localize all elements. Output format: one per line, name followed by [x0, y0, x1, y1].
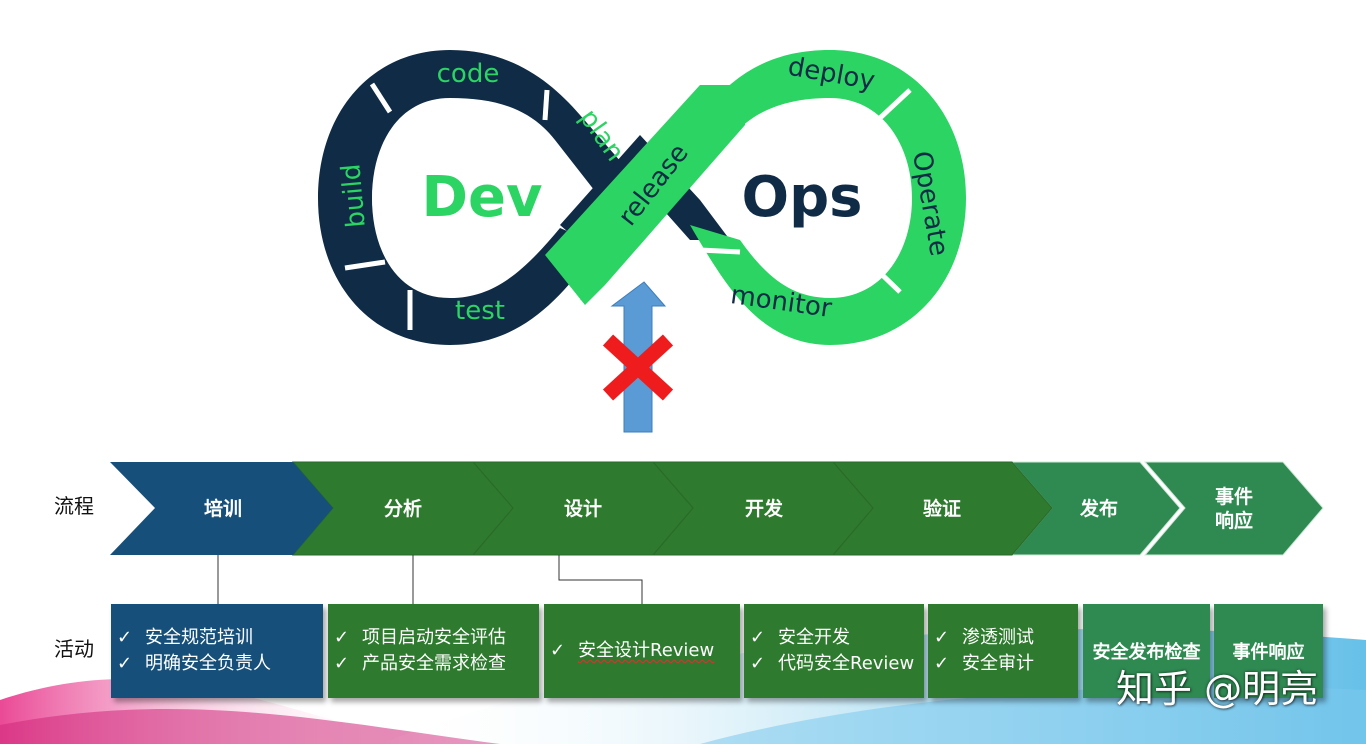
step-training: 培训 — [203, 498, 242, 520]
check-icon: ✓ — [934, 627, 950, 648]
check-icon: ✓ — [750, 653, 766, 674]
activity-box-incident: 事件响应 — [1214, 604, 1323, 698]
devops-infinity-diagram: Dev Ops code build test plan release dep… — [318, 50, 966, 433]
activity-title: 安全发布检查 — [1092, 642, 1201, 663]
step-analysis: 分析 — [383, 498, 422, 520]
step-incident-line2: 响应 — [1214, 510, 1253, 532]
process-row-label: 流程 — [54, 494, 94, 518]
activity-box-develop: ✓ 安全开发 ✓ 代码安全Review — [744, 604, 924, 698]
activity-item: 明确安全负责人 — [145, 653, 271, 674]
connectors — [217, 555, 643, 604]
step-design: 设计 — [563, 498, 602, 520]
check-icon: ✓ — [934, 653, 950, 674]
red-x-icon — [602, 334, 674, 401]
activity-box-analysis: ✓ 项目启动安全评估 ✓ 产品安全需求检查 — [328, 604, 539, 698]
step-incident-response: 事件 响应 — [1194, 485, 1274, 533]
check-icon: ✓ — [550, 640, 566, 661]
step-develop: 开发 — [744, 498, 783, 520]
activity-title: 事件响应 — [1232, 642, 1305, 663]
dev-label: Dev — [422, 165, 543, 230]
activity-row-label: 活动 — [54, 637, 94, 661]
activity-item: 安全规范培训 — [145, 627, 253, 648]
activity-item: 安全审计 — [962, 653, 1034, 674]
activity-box-release: 安全发布检查 — [1083, 604, 1210, 698]
chevron-step-7 — [1143, 461, 1324, 556]
check-icon: ✓ — [750, 627, 766, 648]
step-verify: 验证 — [922, 498, 961, 520]
activity-item: 代码安全Review — [778, 653, 915, 674]
stage-code: code — [437, 59, 500, 89]
step-release: 发布 — [1079, 498, 1118, 520]
activity-box-verify: ✓ 渗透测试 ✓ 安全审计 — [928, 604, 1078, 698]
stage-build: build — [336, 163, 371, 229]
check-icon: ✓ — [334, 653, 350, 674]
chevron-step-1 — [110, 462, 333, 555]
activity-item: 产品安全需求检查 — [362, 653, 506, 674]
watermark: 知乎 @明亮 — [1116, 667, 1319, 711]
ops-loop — [545, 50, 966, 345]
ops-label: Ops — [741, 165, 862, 230]
check-icon: ✓ — [117, 627, 133, 648]
check-icon: ✓ — [117, 653, 133, 674]
activity-item: 安全设计Review — [578, 640, 715, 661]
activity-item: 项目启动安全评估 — [362, 627, 506, 648]
stage-test: test — [455, 296, 505, 326]
check-icon: ✓ — [334, 627, 350, 648]
step-incident-line1: 事件 — [1214, 486, 1253, 508]
activity-box-training: ✓ 安全规范培训 ✓ 明确安全负责人 — [111, 604, 323, 698]
activity-box-design: ✓ 安全设计Review — [544, 604, 740, 698]
activity-item: 安全开发 — [778, 627, 850, 648]
activity-item: 渗透测试 — [962, 627, 1034, 648]
